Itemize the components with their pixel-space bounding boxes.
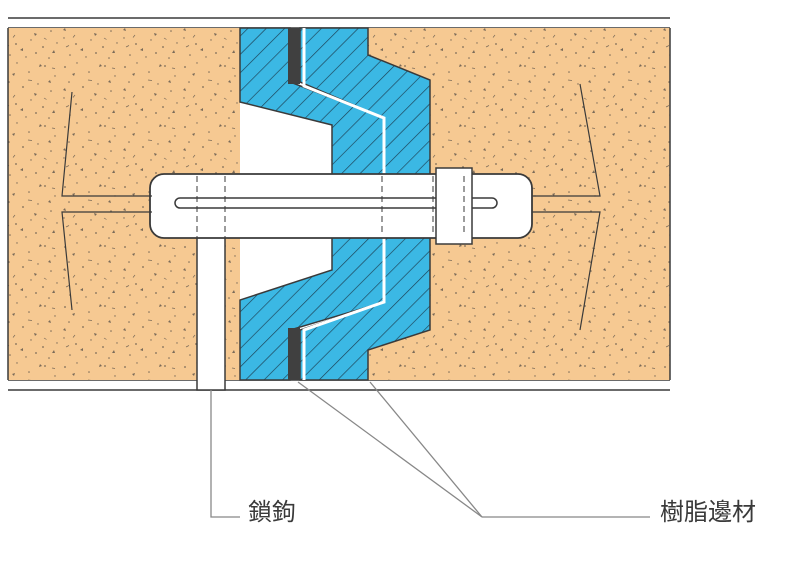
tension-line-right-top [532,83,601,197]
leader-lock-hook [210,390,240,518]
tension-line-right-bottom [532,211,601,331]
label-lock-hook: 鎖鉤 [248,498,296,526]
leader-resin-a [297,381,483,518]
leader-resin-b [369,381,483,518]
lock-cam-slot [174,197,498,209]
tension-line-left-bottom [61,211,152,311]
steel-strip-bottom [288,328,300,380]
lock-hook-post [196,229,226,391]
lock-cam-clip [435,167,473,245]
tension-line-left-top [61,91,152,197]
label-resin-edge: 樹脂邊材 [660,498,756,526]
steel-strip-top [288,28,300,84]
